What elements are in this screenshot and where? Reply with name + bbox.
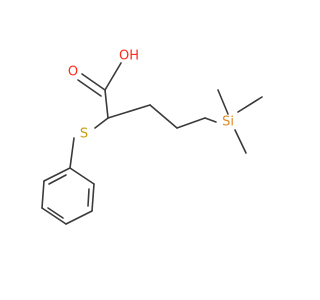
bond-ph-6 <box>43 167 71 182</box>
bond-c1-o-double-b <box>77 79 102 97</box>
bond-c2-c3 <box>107 104 151 119</box>
bond-si-me3 <box>234 129 247 154</box>
bond-si-me2 <box>237 96 263 113</box>
bond-c1-o-double-a <box>81 73 106 91</box>
structure-diagram: O OH S Si <box>41 49 263 225</box>
bond-c1-c2 <box>104 89 109 119</box>
bond-s-ph <box>69 137 75 169</box>
bond-c1-oh <box>104 62 122 91</box>
bond-c5-si <box>204 117 217 123</box>
bond-ph-5 <box>41 180 45 209</box>
bond-ph-inner-2 <box>47 207 64 219</box>
bond-c4-c5 <box>176 117 206 129</box>
bond-c2-s <box>94 117 109 129</box>
atom-oh: OH <box>119 49 139 64</box>
bond-si-me1 <box>217 89 229 115</box>
atom-si: Si <box>222 115 234 130</box>
bond-ph-2 <box>91 183 95 212</box>
atom-labels: O OH S Si <box>68 49 234 142</box>
bond-c3-c4 <box>149 104 178 129</box>
bond-ph-4 <box>41 207 67 225</box>
atom-o-carbonyl: O <box>68 65 78 80</box>
bond-ph-1 <box>69 167 95 185</box>
atom-s: S <box>80 127 88 142</box>
bond-ph-3 <box>65 210 93 225</box>
bond-ph-inner-1 <box>87 188 90 207</box>
bonds <box>41 62 263 225</box>
bond-ph-inner-3 <box>48 174 67 185</box>
